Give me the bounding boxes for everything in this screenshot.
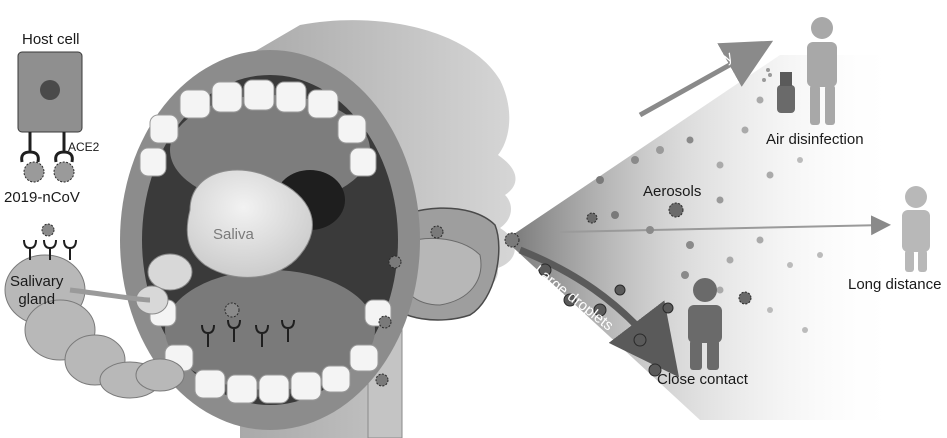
exhalation-cone bbox=[505, 55, 900, 420]
virus-particle-1 bbox=[24, 162, 44, 182]
saliva-droplet-1 bbox=[148, 254, 192, 290]
air-disinfection-label: Air disinfection bbox=[766, 131, 864, 148]
close-contact-label: Close contact bbox=[657, 371, 748, 388]
virus-aerosol-1 bbox=[669, 203, 683, 217]
long-distance-person bbox=[902, 186, 930, 272]
virus-above-gland bbox=[42, 224, 54, 236]
virus-airway-1 bbox=[431, 226, 443, 238]
virus-particle-2 bbox=[54, 162, 74, 182]
salivary-gland-label: Salivary gland bbox=[10, 273, 63, 309]
virus-aerosol-2 bbox=[587, 213, 597, 223]
long-distance-label: Long distance bbox=[848, 276, 941, 293]
host-cell-label: Host cell bbox=[22, 31, 80, 48]
ace2-label: ACE2 bbox=[68, 140, 99, 154]
saliva-label: Saliva bbox=[213, 226, 254, 243]
ace2-receptors bbox=[22, 132, 73, 162]
cell-nucleus bbox=[40, 80, 60, 100]
aerosols-label: Aerosols bbox=[643, 183, 701, 200]
virus-airway-4 bbox=[376, 374, 388, 386]
virus-mouth-exit bbox=[505, 233, 519, 247]
virus-label: 2019-nCoV bbox=[4, 189, 80, 206]
virus-airway-3 bbox=[379, 316, 391, 328]
virus-airway-2 bbox=[389, 256, 401, 268]
virus-on-tongue bbox=[225, 303, 239, 317]
virus-aerosol-3 bbox=[739, 292, 751, 304]
